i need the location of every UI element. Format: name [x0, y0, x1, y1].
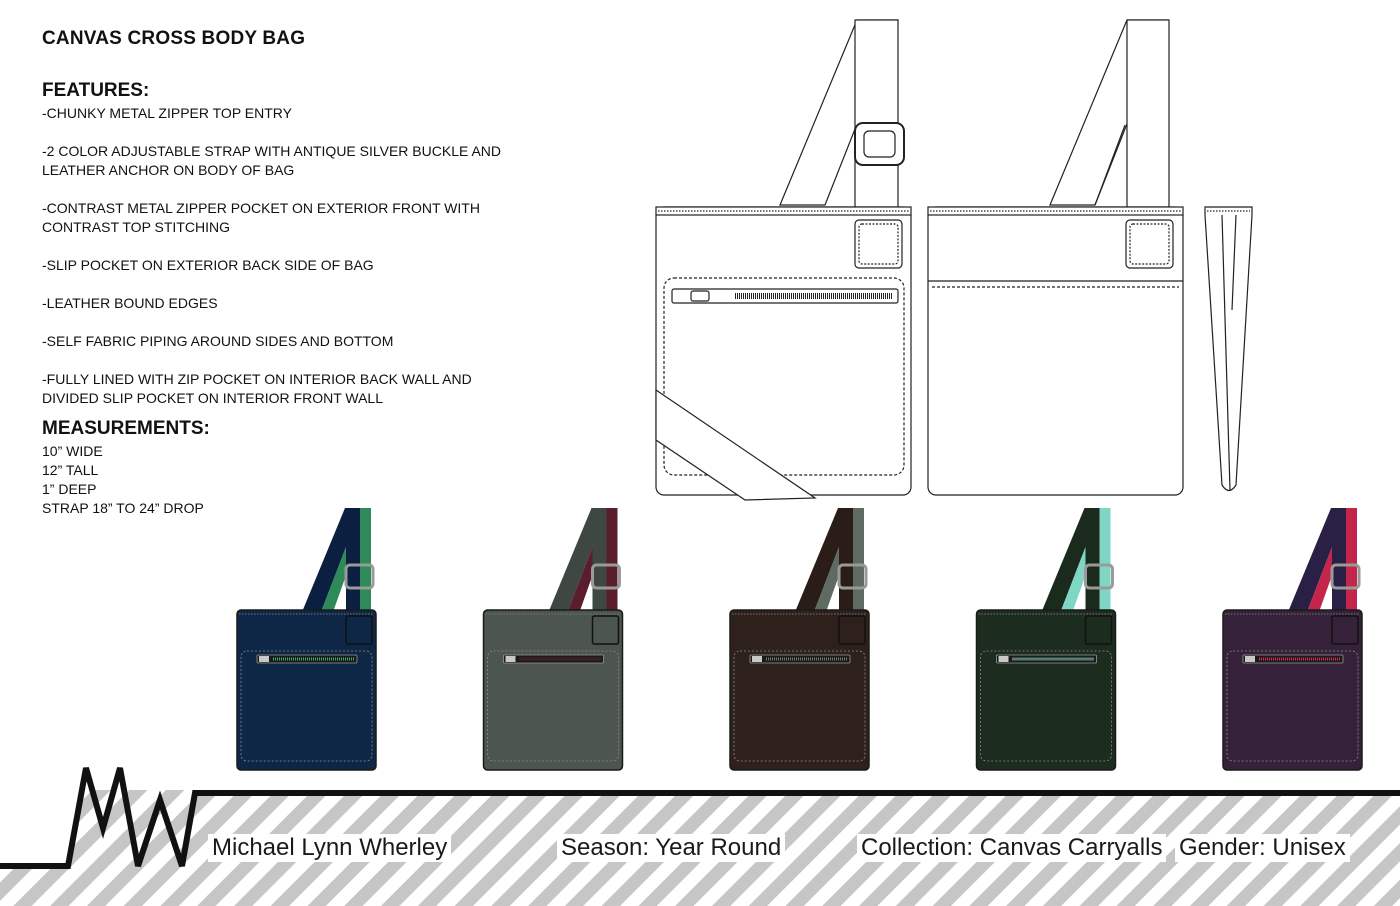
strap-vertical-stripe — [853, 508, 864, 618]
mw-logo-mark — [0, 767, 1400, 869]
front-pocket — [240, 650, 373, 762]
feature-item: -FULLY LINED WITH ZIP POCKET ON INTERIOR… — [42, 371, 472, 406]
measurement-item: 1” DEEP — [42, 481, 97, 497]
measurement-item: 10” WIDE — [42, 443, 103, 459]
bag-front-view — [655, 19, 912, 501]
zipper-pull — [1245, 656, 1255, 662]
colorway-bag — [1222, 508, 1363, 771]
zipper-pull — [998, 656, 1009, 662]
buckle — [1084, 563, 1114, 590]
leather-anchor — [345, 615, 373, 645]
colorway-bag — [236, 508, 377, 771]
strap-vertical-stripe — [1099, 508, 1111, 618]
strap-vertical-stripe — [360, 508, 371, 618]
colorway-bag — [729, 508, 870, 771]
buckle — [344, 563, 375, 590]
feature-item: -SELF FABRIC PIPING AROUND SIDES AND BOT… — [42, 333, 394, 349]
collection-label: Collection: Canvas Carryalls — [857, 834, 1167, 862]
bag-body — [482, 609, 624, 771]
feature-item: -2 COLOR ADJUSTABLE STRAP WITH ANTIQUE S… — [42, 143, 501, 178]
buckle — [591, 563, 621, 590]
measurements-list: 10” WIDE 12” TALL 1” DEEP STRAP 18” TO 2… — [42, 442, 502, 518]
strap-vertical — [592, 508, 607, 618]
bag-side-view — [1204, 206, 1253, 492]
strap-vertical — [1085, 508, 1100, 618]
front-pocket — [733, 650, 866, 762]
strap-vertical — [346, 508, 360, 618]
leather-anchor — [1084, 615, 1113, 645]
buckle — [837, 563, 868, 590]
front-pocket — [1226, 650, 1359, 762]
strap-vertical-stripe — [606, 508, 618, 618]
buckle — [1330, 563, 1361, 590]
leather-anchor — [838, 615, 866, 645]
bag-back-view — [927, 19, 1184, 496]
season-label: Season: Year Round — [557, 834, 786, 862]
bag-body — [975, 609, 1117, 771]
measurement-item: 12” TALL — [42, 462, 99, 478]
product-title: CANVAS CROSS BODY BAG — [42, 28, 306, 49]
bag-body — [236, 609, 377, 771]
colorway-bag — [482, 508, 624, 771]
designer-name: Michael Lynn Wherley — [208, 834, 452, 862]
features-heading: FEATURES: — [42, 80, 150, 101]
zipper-pull — [752, 656, 762, 662]
strap-vertical — [839, 508, 853, 618]
feature-item: -SLIP POCKET ON EXTERIOR BACK SIDE OF BA… — [42, 257, 374, 273]
strap-vertical-stripe — [1346, 508, 1357, 618]
front-pocket — [487, 650, 619, 762]
gender-label: Gender: Unisex — [1175, 834, 1350, 862]
spec-sheet: CANVAS CROSS BODY BAG FEATURES: -CHUNKY … — [42, 28, 502, 518]
strap-vertical — [1332, 508, 1346, 618]
leather-anchor — [1331, 615, 1359, 645]
zipper-pull — [259, 656, 269, 662]
colorway-bag — [975, 508, 1117, 771]
bag-body — [1222, 609, 1363, 771]
zipper-pull — [505, 656, 516, 662]
leather-anchor — [591, 615, 620, 645]
feature-item: -CHUNKY METAL ZIPPER TOP ENTRY — [42, 105, 292, 121]
measurement-item: STRAP 18” TO 24” DROP — [42, 500, 204, 516]
feature-item: -LEATHER BOUND EDGES — [42, 295, 218, 311]
bag-body — [729, 609, 870, 771]
front-pocket — [980, 650, 1112, 762]
feature-item: -CONTRAST METAL ZIPPER POCKET ON EXTERIO… — [42, 200, 480, 235]
measurements-heading: MEASUREMENTS: — [42, 418, 210, 439]
features-list: -CHUNKY METAL ZIPPER TOP ENTRY -2 COLOR … — [42, 104, 502, 408]
